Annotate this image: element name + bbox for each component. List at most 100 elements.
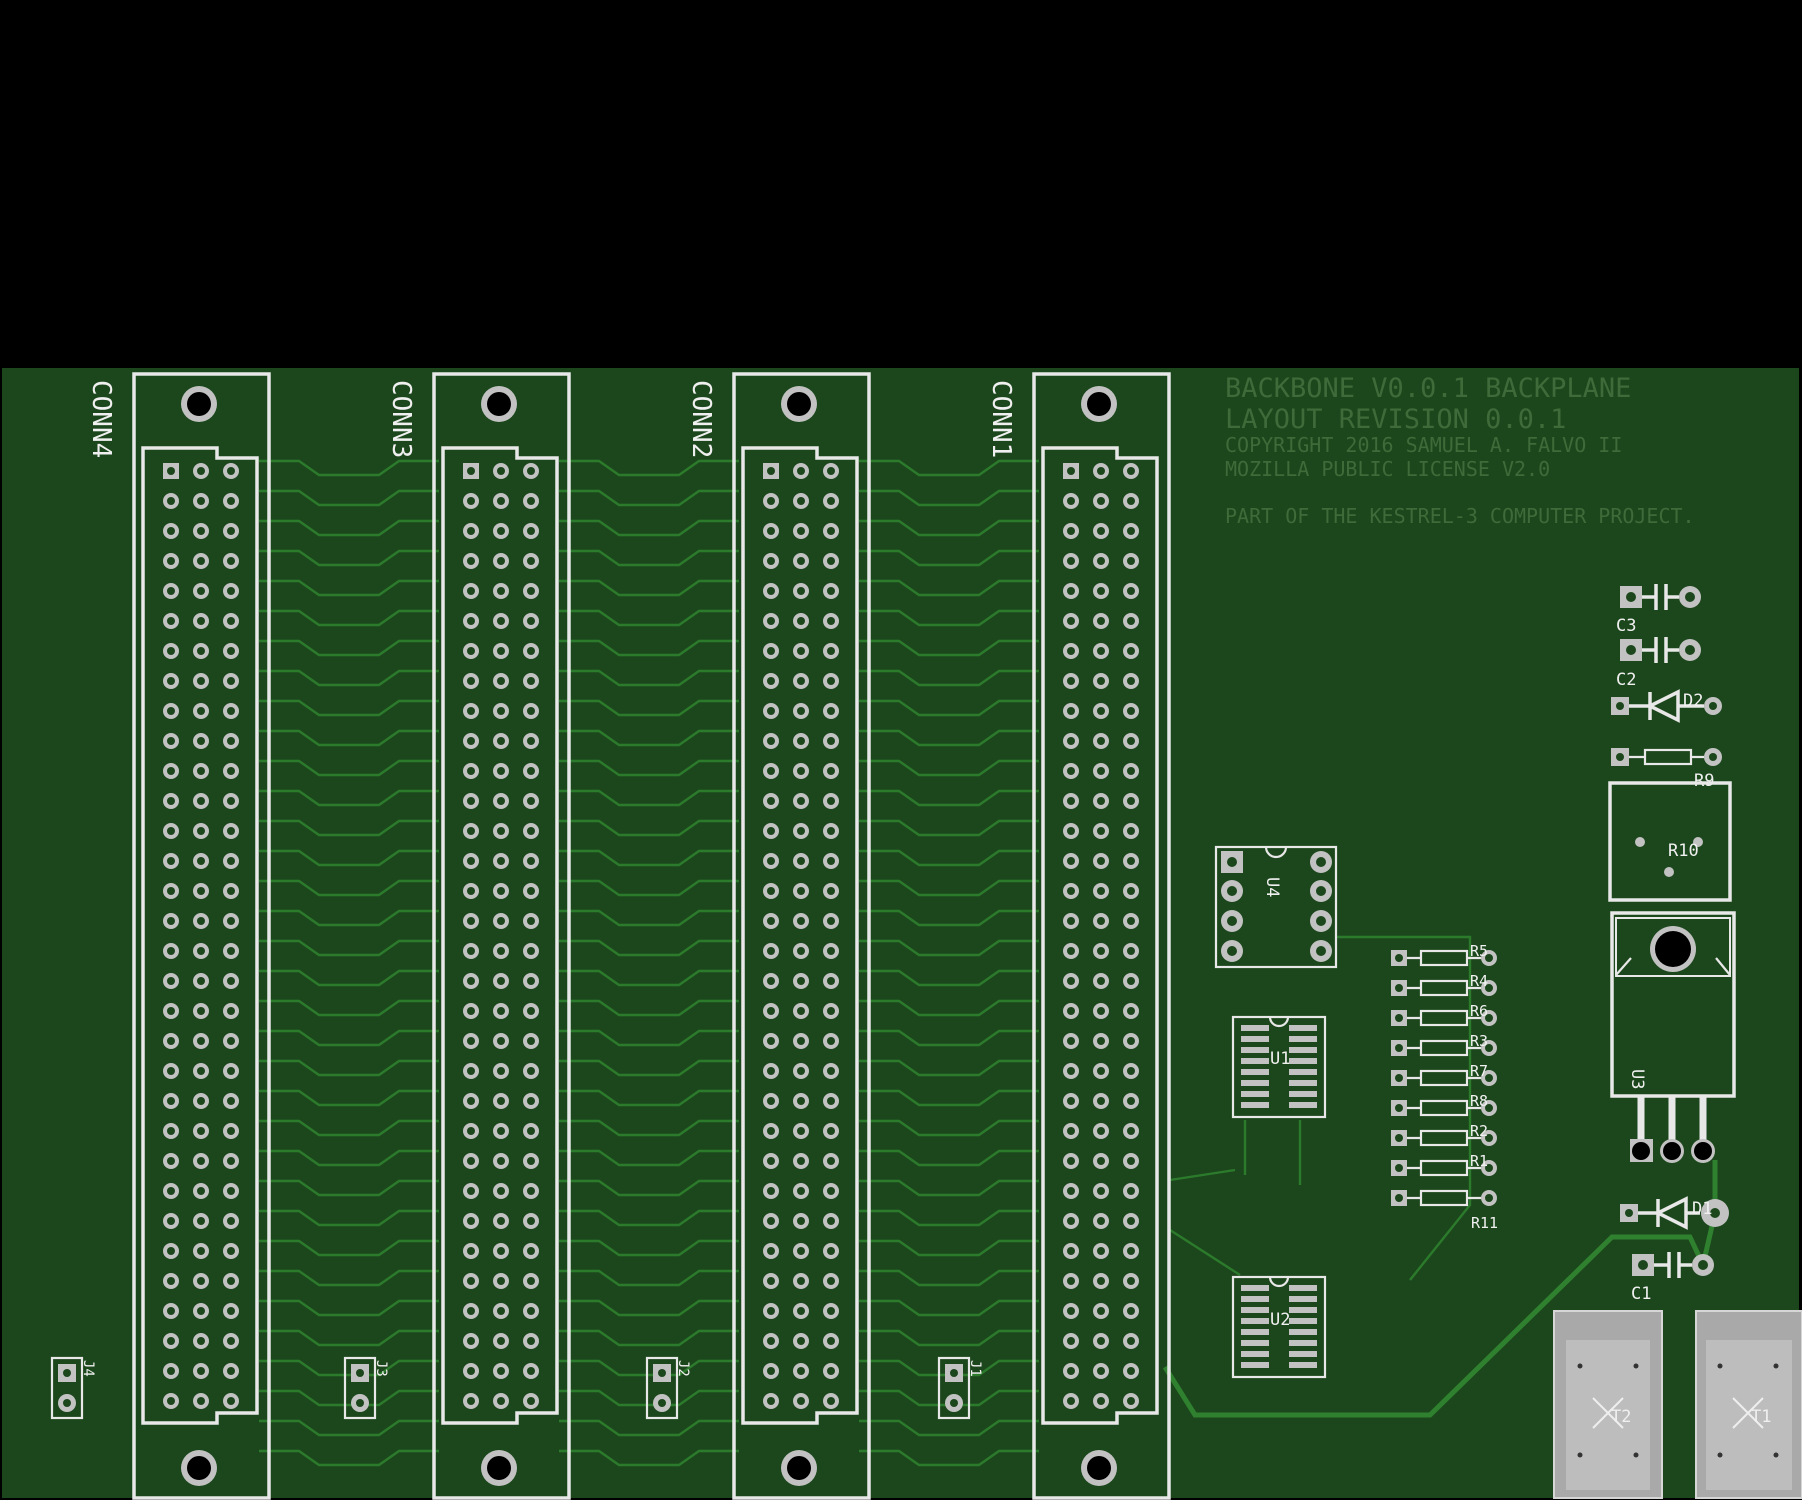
jumper-label: J2 (675, 1360, 691, 1377)
resistor-r9[interactable]: R9 (1611, 748, 1722, 791)
bus-trace (859, 1419, 1039, 1437)
bus-trace (859, 879, 1039, 897)
resistor-r4[interactable]: R4 (1391, 972, 1497, 997)
signal-trace (1169, 1168, 1241, 1277)
bus-trace (859, 1119, 1039, 1137)
bus-trace (859, 1269, 1039, 1287)
jumper-j3[interactable]: J3 (343, 1356, 389, 1420)
jumper-j2[interactable]: J2 (645, 1356, 691, 1420)
resistor-r5[interactable]: R5 (1391, 942, 1497, 967)
resistor-r7[interactable]: R7 (1391, 1062, 1497, 1087)
bus-trace (259, 789, 439, 807)
connector-conn2[interactable]: CONN2 (686, 372, 871, 1500)
bus-trace (259, 579, 439, 597)
c3-label: C3 (1616, 616, 1636, 636)
power-trace (1162, 1234, 1706, 1418)
resistor-label: R4 (1470, 972, 1488, 990)
capacitor-c1[interactable]: C1 (1631, 1252, 1714, 1304)
bus-trace (559, 879, 739, 897)
bus-trace (259, 1329, 439, 1347)
diode-d2[interactable]: D2 (1611, 689, 1722, 723)
bus-trace (559, 1299, 739, 1317)
bus-trace (559, 1239, 739, 1257)
bus-trace (559, 969, 739, 987)
bus-trace (859, 729, 1039, 747)
bus-trace (259, 1179, 439, 1197)
bus-trace (559, 819, 739, 837)
resistor-r1[interactable]: R1 (1391, 1152, 1497, 1177)
resistor-label: R8 (1470, 1092, 1488, 1110)
bus-trace (859, 1149, 1039, 1167)
bus-trace (559, 519, 739, 537)
resistor-r11[interactable]: R11 (1391, 1189, 1498, 1232)
u4-label: U4 (1262, 877, 1282, 897)
connector-conn1[interactable]: CONN1 (986, 372, 1171, 1500)
bus-trace (259, 909, 439, 927)
bus-trace (259, 1119, 439, 1137)
bus-trace (559, 609, 739, 627)
bus-trace (259, 969, 439, 987)
bus-trace (559, 1059, 739, 1077)
bus-trace (559, 939, 739, 957)
resistor-label: R2 (1470, 1122, 1488, 1140)
resistor-r3[interactable]: R3 (1391, 1032, 1497, 1057)
jumper-label: J3 (373, 1360, 389, 1377)
bus-trace (259, 1239, 439, 1257)
bus-trace (559, 1119, 739, 1137)
bus-trace (259, 459, 439, 477)
trimmer-r10[interactable]: R10 (1608, 781, 1732, 902)
bus-trace (259, 1449, 439, 1467)
ic-u2[interactable]: U2 (1231, 1275, 1327, 1379)
jumper-label: J1 (967, 1360, 983, 1377)
bus-trace (859, 789, 1039, 807)
capacitor-c2[interactable]: C2 (1616, 637, 1701, 690)
connector-conn3[interactable]: CONN3 (386, 372, 571, 1500)
info-line-license: MOZILLA PUBLIC LICENSE V2.0 (1225, 457, 1550, 481)
bus-trace (259, 699, 439, 717)
jumper-j4[interactable]: J4 (50, 1356, 96, 1420)
bus-trace (559, 909, 739, 927)
bus-trace (259, 999, 439, 1017)
bus-trace (859, 1179, 1039, 1197)
bus-trace (559, 849, 739, 867)
bus-trace (859, 669, 1039, 687)
bus-trace (859, 849, 1039, 867)
jumper-j1[interactable]: J1 (937, 1356, 983, 1420)
board-info-text: BACKBONE V0.0.1 BACKPLANE LAYOUT REVISIO… (1225, 373, 1695, 528)
regulator-u3[interactable]: U3 (1610, 911, 1736, 1163)
d2-label: D2 (1683, 691, 1703, 711)
bus-trace (259, 1059, 439, 1077)
bus-trace (259, 1149, 439, 1167)
resistor-r6[interactable]: R6 (1391, 1002, 1497, 1027)
terminal-t2[interactable]: T2 (1553, 1310, 1663, 1499)
bus-trace (559, 759, 739, 777)
connector-conn4[interactable]: CONN4 (86, 372, 271, 1500)
bus-trace (559, 729, 739, 747)
resistor-r2[interactable]: R2 (1391, 1122, 1497, 1147)
capacitor-c3[interactable]: C3 (1616, 584, 1701, 636)
bus-trace (559, 1089, 739, 1107)
bus-trace (859, 909, 1039, 927)
bus-trace (559, 1209, 739, 1227)
resistor-r8[interactable]: R8 (1391, 1092, 1497, 1117)
bus-trace (559, 1419, 739, 1437)
diode-d1[interactable]: D1 (1620, 1196, 1729, 1230)
bus-trace (859, 1089, 1039, 1107)
bus-trace (859, 1029, 1039, 1047)
signal-trace (1243, 1120, 1302, 1185)
bus-trace (859, 1209, 1039, 1227)
ic-u4[interactable]: U4 (1214, 845, 1338, 969)
bus-trace (859, 1299, 1039, 1317)
bus-trace (859, 489, 1039, 507)
bus-trace (559, 1149, 739, 1167)
connector-label: CONN3 (386, 380, 416, 458)
trace-layer (259, 459, 1718, 1467)
terminal-t1[interactable]: T1 (1695, 1310, 1802, 1499)
connector-group: CONN4 CONN3 CONN2 CONN1 (86, 372, 1171, 1500)
u2-label: U2 (1270, 1310, 1290, 1330)
resistor-label: R7 (1470, 1062, 1488, 1080)
ic-u1[interactable]: U1 (1231, 1015, 1327, 1119)
bus-trace (859, 639, 1039, 657)
bus-trace (859, 609, 1039, 627)
